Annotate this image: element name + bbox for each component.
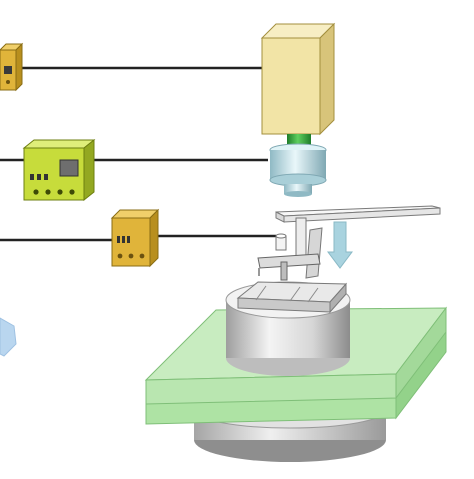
device-3-icon — [110, 208, 160, 268]
wires — [0, 66, 276, 242]
workpiece-icon — [236, 281, 348, 314]
booster-icon — [269, 143, 327, 197]
horn-icon — [275, 205, 441, 223]
tool-holder-icon — [257, 217, 323, 281]
partial-node-icon — [0, 317, 17, 357]
transducer-icon — [260, 22, 336, 136]
table-icon — [144, 306, 448, 425]
arrow-down-icon — [327, 221, 353, 269]
device-1-icon — [0, 42, 24, 92]
device-2-icon — [22, 138, 96, 202]
